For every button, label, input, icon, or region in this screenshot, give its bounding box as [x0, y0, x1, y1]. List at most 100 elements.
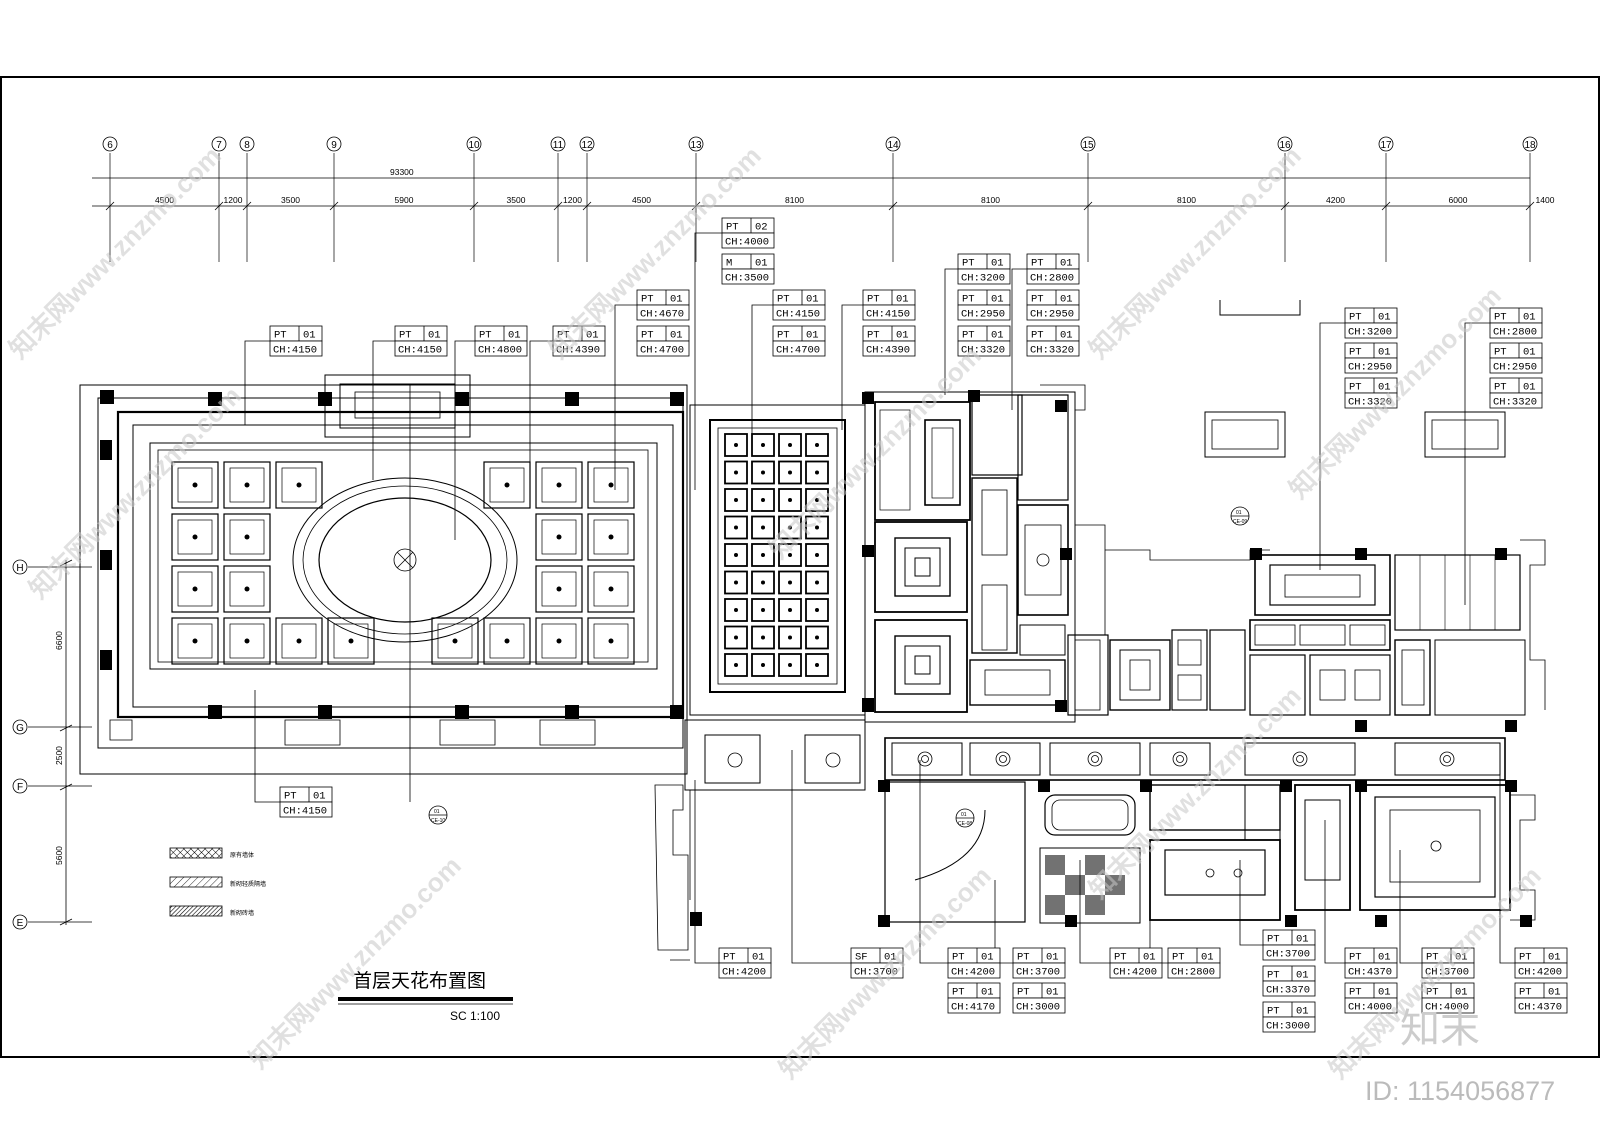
coffer-panel: [535, 461, 583, 509]
coffer-panel: [171, 461, 219, 509]
dim-total: 93300: [390, 167, 414, 177]
axis-bubble: [211, 136, 227, 152]
downlight: [734, 553, 738, 557]
tag-ch: CH:3320: [1493, 397, 1537, 409]
tag-code: PT: [777, 330, 790, 342]
axis-label: G: [16, 723, 24, 734]
dining-coffer: [751, 570, 775, 595]
watermark-id: ID: 1154056877: [1365, 1076, 1555, 1106]
dim-segment: 3500: [507, 195, 526, 205]
tag-ch: CH:2950: [1348, 362, 1392, 374]
watermark-text: 知末网www.znzmo.com: [3, 140, 227, 364]
title-underline-thick: [338, 997, 513, 1001]
tag-num: 01: [586, 330, 599, 342]
downlight: [734, 580, 738, 585]
tag-num: 01: [1060, 294, 1073, 306]
coffer-panel: [171, 617, 219, 665]
tag-num: 01: [991, 258, 1004, 270]
dining-coffer: [751, 515, 775, 540]
axis-bubble: [326, 136, 342, 152]
tag-code: PT: [1349, 347, 1362, 359]
coffer-inner: [229, 623, 265, 659]
downlight: [815, 498, 819, 502]
tag-num: 01: [428, 330, 441, 342]
tag-num: 01: [1523, 347, 1536, 359]
tag-num: 01: [670, 294, 683, 306]
tag-code: PT: [1519, 952, 1532, 964]
tag-num: 01: [1378, 312, 1391, 324]
tag-num: 01: [313, 791, 326, 803]
tag-ch: CH:4150: [866, 309, 910, 321]
dim-segment: 8100: [1177, 195, 1196, 205]
tag-num: 01: [806, 330, 819, 342]
downlight: [504, 638, 510, 644]
dining-coffer: [778, 460, 802, 485]
tag-ch: CH:2800: [1171, 967, 1215, 979]
dim-left-3: 5600: [54, 846, 64, 865]
axis-bubble: [1522, 136, 1538, 152]
tag-num: 01: [670, 330, 683, 342]
coffer-inner: [177, 623, 213, 659]
downlight: [761, 498, 765, 502]
tag-code: PT: [1031, 294, 1044, 306]
downlight: [788, 553, 792, 557]
dining-coffer: [724, 625, 748, 650]
tag-num: 02: [755, 222, 768, 234]
dining-coffer: [778, 433, 802, 457]
right-wing-columns: [690, 720, 1532, 927]
dim-segment: 1200: [224, 195, 243, 205]
downlight: [815, 663, 819, 667]
leader-line: [694, 232, 722, 490]
dining-coffer: [751, 543, 775, 567]
axis-bubble: [1277, 136, 1293, 152]
downlight: [788, 470, 792, 475]
leader-line: [244, 340, 270, 425]
dining-coffer: [751, 598, 775, 622]
tag-code: PT: [1426, 987, 1439, 999]
tag-code: PT: [1494, 347, 1507, 359]
downlight: [734, 663, 738, 667]
tag-code: PT: [962, 330, 975, 342]
tag-num: 01: [1378, 987, 1391, 999]
axis-bubble: [1378, 136, 1394, 152]
tag-code: PT: [723, 952, 736, 964]
downlight: [761, 443, 765, 447]
top-dimension-chain: 93300: [92, 167, 1530, 207]
coffer-inner: [593, 519, 629, 555]
dim-segment: 8100: [981, 195, 1000, 205]
leader-line: [454, 340, 475, 540]
tag-ch: CH:3700: [1425, 967, 1469, 979]
dining-coffer: [805, 625, 829, 650]
tag-num: 01: [1060, 330, 1073, 342]
tag-code: PT: [557, 330, 570, 342]
tag-ch: CH:3320: [961, 345, 1005, 357]
downlight: [296, 482, 302, 488]
coffer-inner: [229, 571, 265, 607]
legend: 原有墙体 新砌轻质隔墙 新砌砖墙: [169, 847, 266, 917]
tag-code: PT: [1349, 987, 1362, 999]
coffer-inner: [177, 467, 213, 503]
coffer-panel: [587, 617, 635, 665]
downlight: [192, 534, 198, 540]
tag-code: M: [726, 258, 732, 270]
section-mark-3: [955, 808, 975, 828]
middle-room-columns: [862, 390, 1507, 712]
axis-label: 12: [581, 140, 593, 151]
watermark-text: 知末网www.znzmo.com: [243, 850, 467, 1074]
leader-lines: [244, 232, 1515, 964]
leader-line: [1319, 322, 1345, 570]
section-mark-1-top: 01: [434, 809, 440, 815]
coffer-inner: [489, 623, 525, 659]
tag-code: PT: [962, 294, 975, 306]
tag-num: 01: [1523, 382, 1536, 394]
downlight: [244, 638, 250, 644]
tag-num: 01: [1201, 952, 1214, 964]
